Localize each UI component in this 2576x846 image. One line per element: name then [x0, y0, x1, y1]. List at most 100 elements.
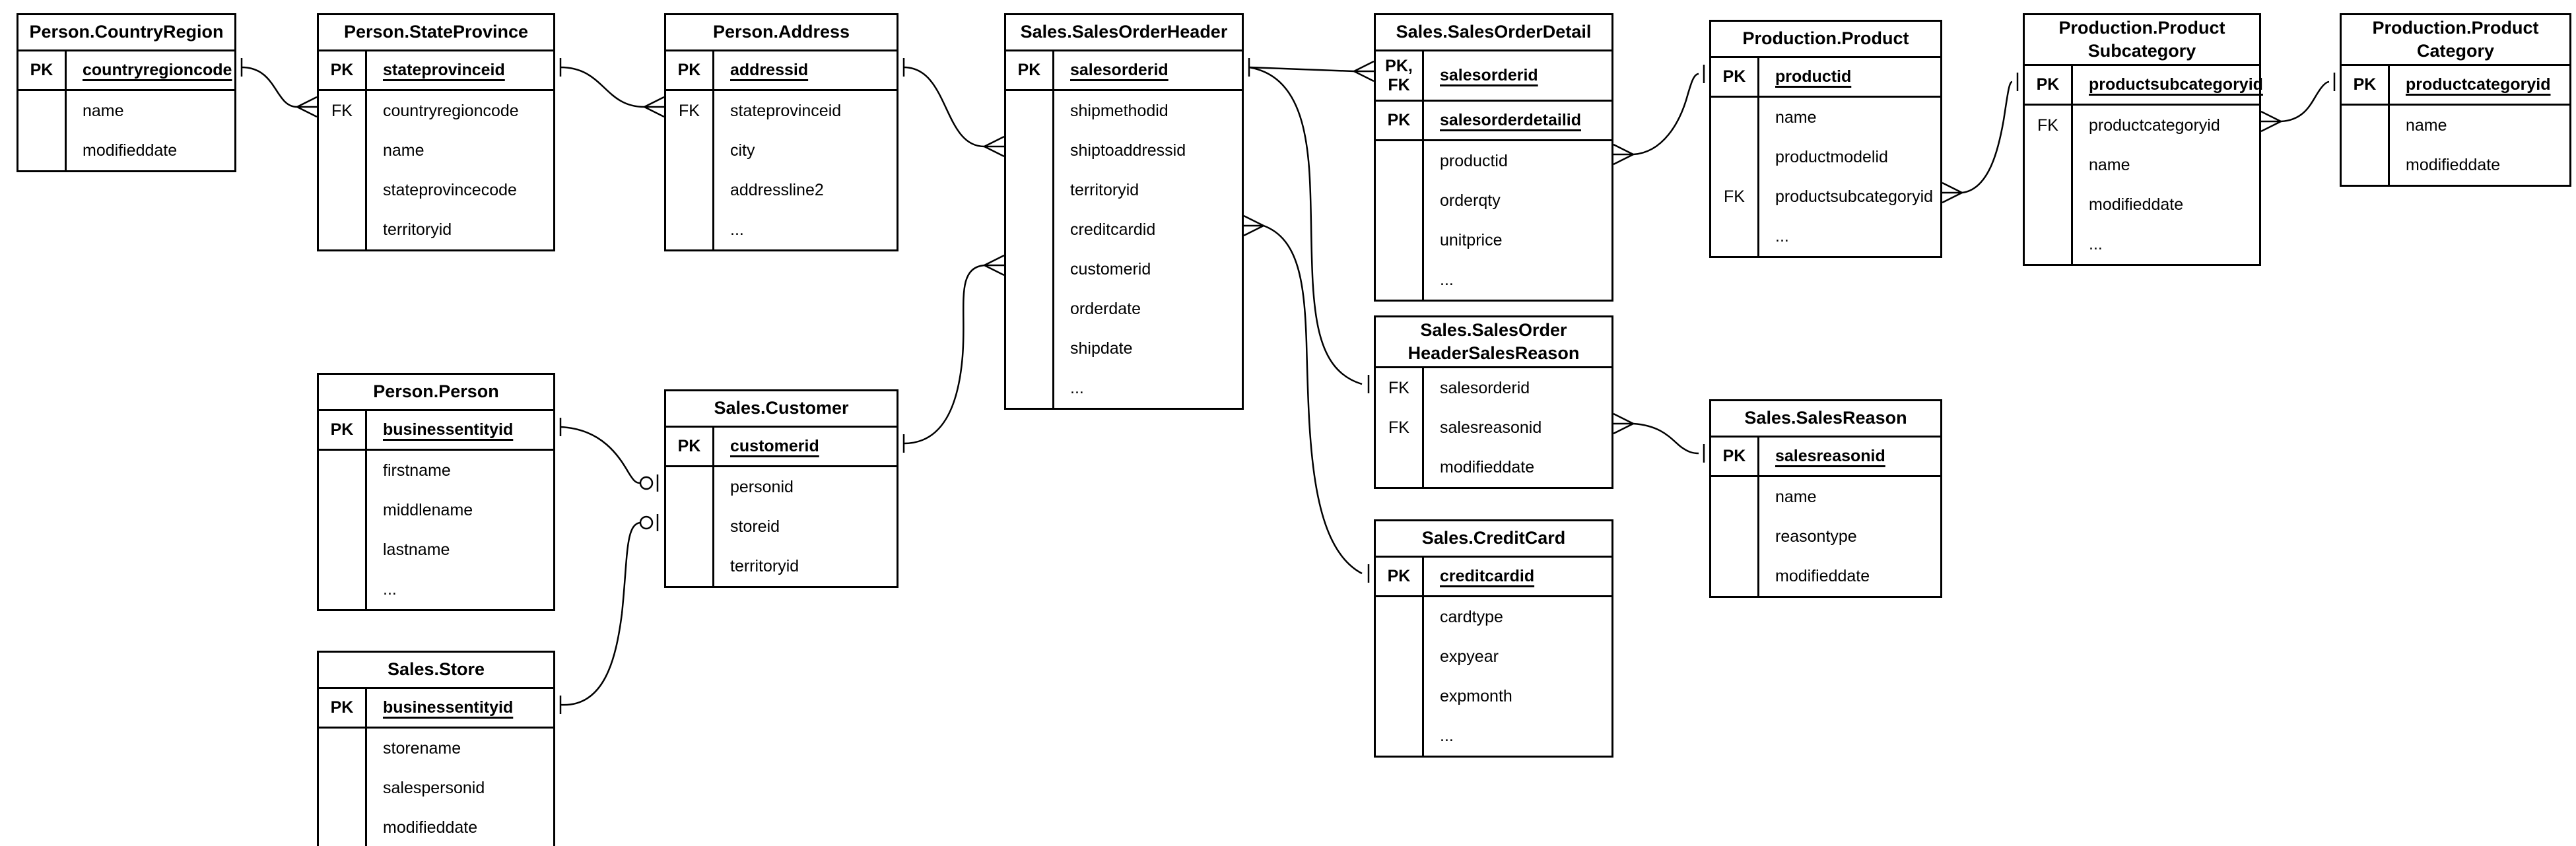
- rel-address-salesorderheader: [903, 66, 985, 148]
- attr-field: name: [83, 101, 124, 120]
- crowfoot-hssr-salesreasonid: [1613, 412, 1634, 435]
- key-tag: [319, 210, 367, 249]
- key-tag: [319, 451, 367, 490]
- entity-person-countryregion[interactable]: Person.CountryRegion PK countryregioncode…: [17, 13, 236, 172]
- attr-field: modifieddate: [2406, 155, 2501, 174]
- key-tag: [2025, 224, 2073, 264]
- attr-field: unitprice: [1440, 230, 1503, 249]
- entity-title: Person.CountryRegion: [18, 15, 234, 51]
- attr-field: salesreasonid: [1440, 418, 1542, 437]
- pk-tag: PK: [18, 51, 67, 89]
- pk-tag: PK: [1376, 558, 1424, 595]
- rel-customer-salesorderheader: [903, 264, 985, 445]
- key-tag: [1006, 289, 1054, 329]
- attr-field: modifieddate: [1775, 566, 1870, 585]
- rel-salesorderdetail-product: [1633, 73, 1699, 156]
- pk-tag: PK: [1376, 102, 1424, 139]
- key-tag: [18, 131, 67, 170]
- entity-title: Sales.SalesReason: [1711, 401, 1940, 438]
- attr-field: creditcardid: [1070, 220, 1156, 239]
- rel-productsubcategory-productcategory: [2280, 81, 2330, 123]
- fk-tag: FK: [1376, 368, 1424, 408]
- entity-title: Sales.Customer: [666, 391, 897, 428]
- pk-tag: PK: [319, 689, 367, 727]
- key-tag: [666, 507, 714, 546]
- attr-field: ...: [1440, 726, 1454, 745]
- pk-tag: PK: [319, 411, 367, 449]
- key-tag: [319, 131, 367, 170]
- entity-title: Production.Product: [1711, 22, 1940, 58]
- attr-field: salespersonid: [383, 778, 485, 797]
- attr-field: orderdate: [1070, 299, 1141, 318]
- attr-field: cardtype: [1440, 607, 1503, 626]
- key-tag: [1711, 556, 1759, 596]
- attr-field: territoryid: [383, 220, 452, 239]
- pk-tag: PK: [666, 428, 714, 465]
- attr-field: salesorderid: [1440, 378, 1530, 397]
- attr-field: ...: [1440, 270, 1454, 289]
- key-tag: [1711, 477, 1759, 517]
- key-tag: [1711, 98, 1759, 137]
- pk-field: productid: [1775, 67, 1852, 86]
- attr-field: modifieddate: [383, 818, 478, 837]
- attr-field: productcategoryid: [2089, 115, 2220, 135]
- entity-title: Person.StateProvince: [319, 15, 553, 51]
- key-tag: [1376, 676, 1424, 716]
- attr-field: stateprovinceid: [730, 101, 842, 120]
- pk-field: countryregioncode: [83, 61, 232, 79]
- crowfoot-product-subcategoryid: [1942, 181, 1963, 204]
- zero-circle-customer-personid: [639, 476, 654, 490]
- attr-field: expyear: [1440, 647, 1499, 666]
- rel-product-productsubcategory: [1961, 81, 2013, 194]
- entity-title: Production.Product Category: [2342, 15, 2569, 66]
- fk-tag: FK: [1376, 408, 1424, 447]
- key-tag: [1376, 597, 1424, 637]
- key-tag: [1006, 131, 1054, 170]
- attr-field: name: [383, 141, 424, 160]
- attr-field: middlename: [383, 500, 473, 519]
- entity-title: Sales.SalesOrderHeader: [1006, 15, 1242, 51]
- attr-field: shipmethodid: [1070, 101, 1169, 120]
- rel-headersalesreason-salesreason: [1633, 422, 1699, 455]
- attr-field: productmodelid: [1775, 147, 1888, 166]
- key-tag: [319, 768, 367, 808]
- key-tag: [1376, 447, 1424, 487]
- key-tag: [666, 131, 714, 170]
- attr-field: ...: [2089, 234, 2103, 253]
- fk-tag: FK: [319, 91, 367, 131]
- key-tag: [1006, 368, 1054, 408]
- key-tag: [1006, 170, 1054, 210]
- attr-field: territoryid: [730, 556, 799, 575]
- attr-field: customerid: [1070, 259, 1151, 278]
- key-tag: [1711, 517, 1759, 556]
- entity-sales-salesorderheadersalesreason[interactable]: Sales.SalesOrder HeaderSalesReason FK sal…: [1374, 315, 1613, 489]
- attr-field: city: [730, 141, 755, 160]
- entity-title: Sales.SalesOrder HeaderSalesReason: [1376, 317, 1611, 368]
- key-tag: [319, 729, 367, 768]
- attr-field: shipdate: [1070, 339, 1133, 358]
- attr-field: territoryid: [1070, 180, 1139, 199]
- fk-tag: FK: [666, 91, 714, 131]
- crowfoot-sod-productid: [1613, 143, 1634, 166]
- pk-field: creditcardid: [1440, 567, 1535, 585]
- entity-title: Person.Person: [319, 375, 553, 411]
- rel-countryregion-stateprovince: [241, 66, 298, 108]
- attr-field: name: [1775, 108, 1817, 127]
- entity-title: Sales.Store: [319, 653, 553, 689]
- key-tag: [319, 569, 367, 609]
- attr-field: lastname: [383, 540, 450, 559]
- attr-field: shiptoaddressid: [1070, 141, 1186, 160]
